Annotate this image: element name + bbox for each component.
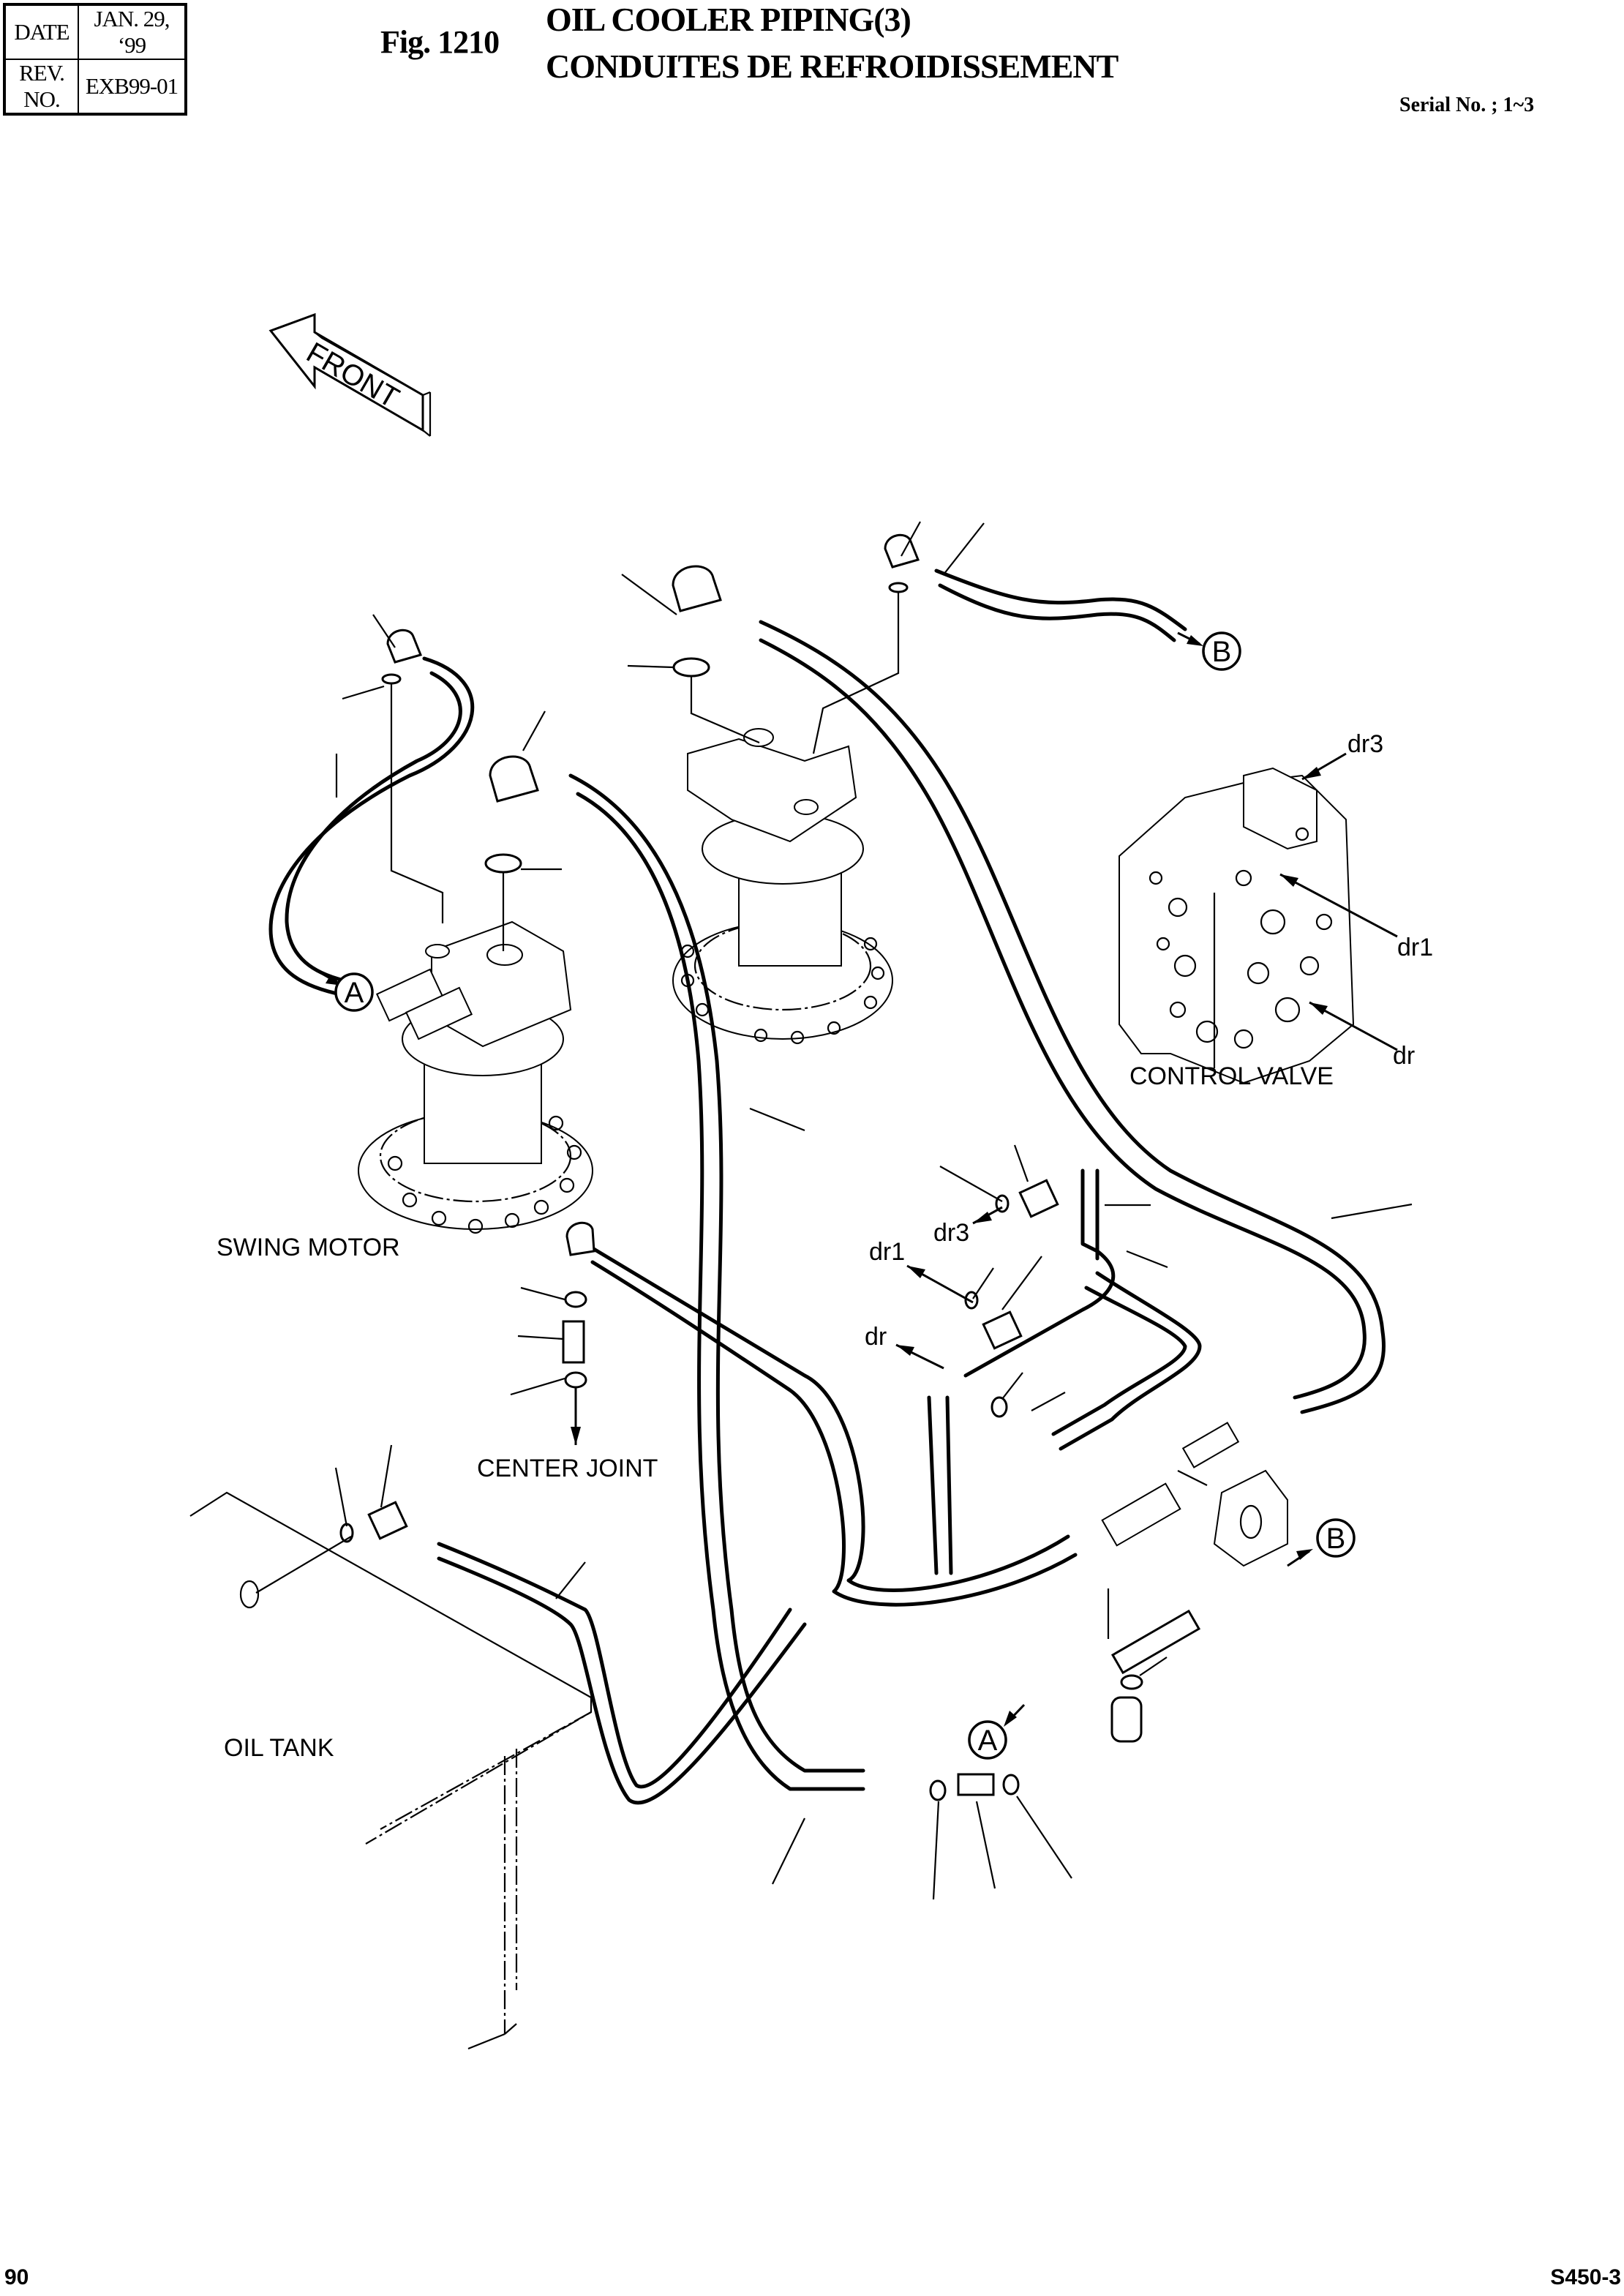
callout-b-upper-label: B: [1212, 636, 1232, 668]
page-title-french: CONDUITES DE REFROIDISSEMENT: [546, 48, 1119, 85]
hose-b-upper: [934, 569, 1187, 642]
hose-oil-tank: [437, 1542, 807, 1805]
serial-number-range: Serial No. ; 1~3: [1399, 94, 1535, 116]
model-number: S450-3: [1550, 2265, 1621, 2289]
manifold-port-arrows: [571, 1206, 1003, 1445]
manifold-port-dr: dr: [865, 1323, 887, 1351]
manifold-port-dr1: dr1: [869, 1238, 906, 1266]
callout-a-lower: A: [968, 1720, 1007, 1760]
control-valve-port-dr: dr: [1393, 1042, 1416, 1070]
revision-table: DATE JAN. 29, ‘99 REV. NO. EXB99-01: [3, 3, 187, 116]
callout-a-lower-label: A: [978, 1725, 998, 1757]
front-direction-arrow: FRONT: [268, 312, 432, 437]
control-valve-port-dr3: dr3: [1347, 730, 1384, 758]
swing-motor-left: [358, 920, 593, 1234]
swing-motor-label: SWING MOTOR: [217, 1234, 400, 1261]
hose-center-joint: [583, 1242, 1078, 1607]
tee-fittings: [367, 1179, 1201, 1796]
date-label: DATE: [4, 4, 79, 60]
oil-tank-outline: [189, 1491, 593, 2050]
oil-tank-label: OIL TANK: [224, 1734, 334, 1762]
elbow-fittings: [386, 533, 920, 1256]
callout-a-swing-motor: A: [334, 972, 374, 1012]
callout-b-lower: B: [1316, 1518, 1356, 1558]
page-number: 90: [4, 2265, 29, 2289]
callout-b-lower-label: B: [1326, 1523, 1346, 1555]
rev-label: REV. NO.: [4, 59, 79, 115]
rev-value: EXB99-01: [78, 59, 187, 115]
manifold-tubing: [927, 1168, 1202, 1575]
center-joint-label: CENTER JOINT: [477, 1455, 658, 1482]
control-valve: [1119, 752, 1398, 1084]
hose-swing-motor-a: [268, 656, 475, 997]
swing-motor-center: [672, 728, 893, 1045]
callout-a-swing-motor-label: A: [345, 977, 364, 1009]
control-valve-label: CONTROL VALVE: [1129, 1062, 1334, 1090]
callout-arrows: [314, 631, 1313, 1727]
figure-number: Fig. 1210: [380, 24, 500, 60]
callout-b-upper: B: [1202, 631, 1241, 671]
date-value: JAN. 29, ‘99: [78, 4, 187, 60]
page-title-english: OIL COOLER PIPING(3): [546, 1, 911, 38]
manifold-port-dr3: dr3: [933, 1219, 970, 1247]
hose-right-long: [759, 620, 1386, 1414]
control-valve-port-dr1: dr1: [1397, 934, 1434, 961]
leader-lines: [255, 521, 1413, 1900]
flange-block: [1101, 1422, 1288, 1567]
